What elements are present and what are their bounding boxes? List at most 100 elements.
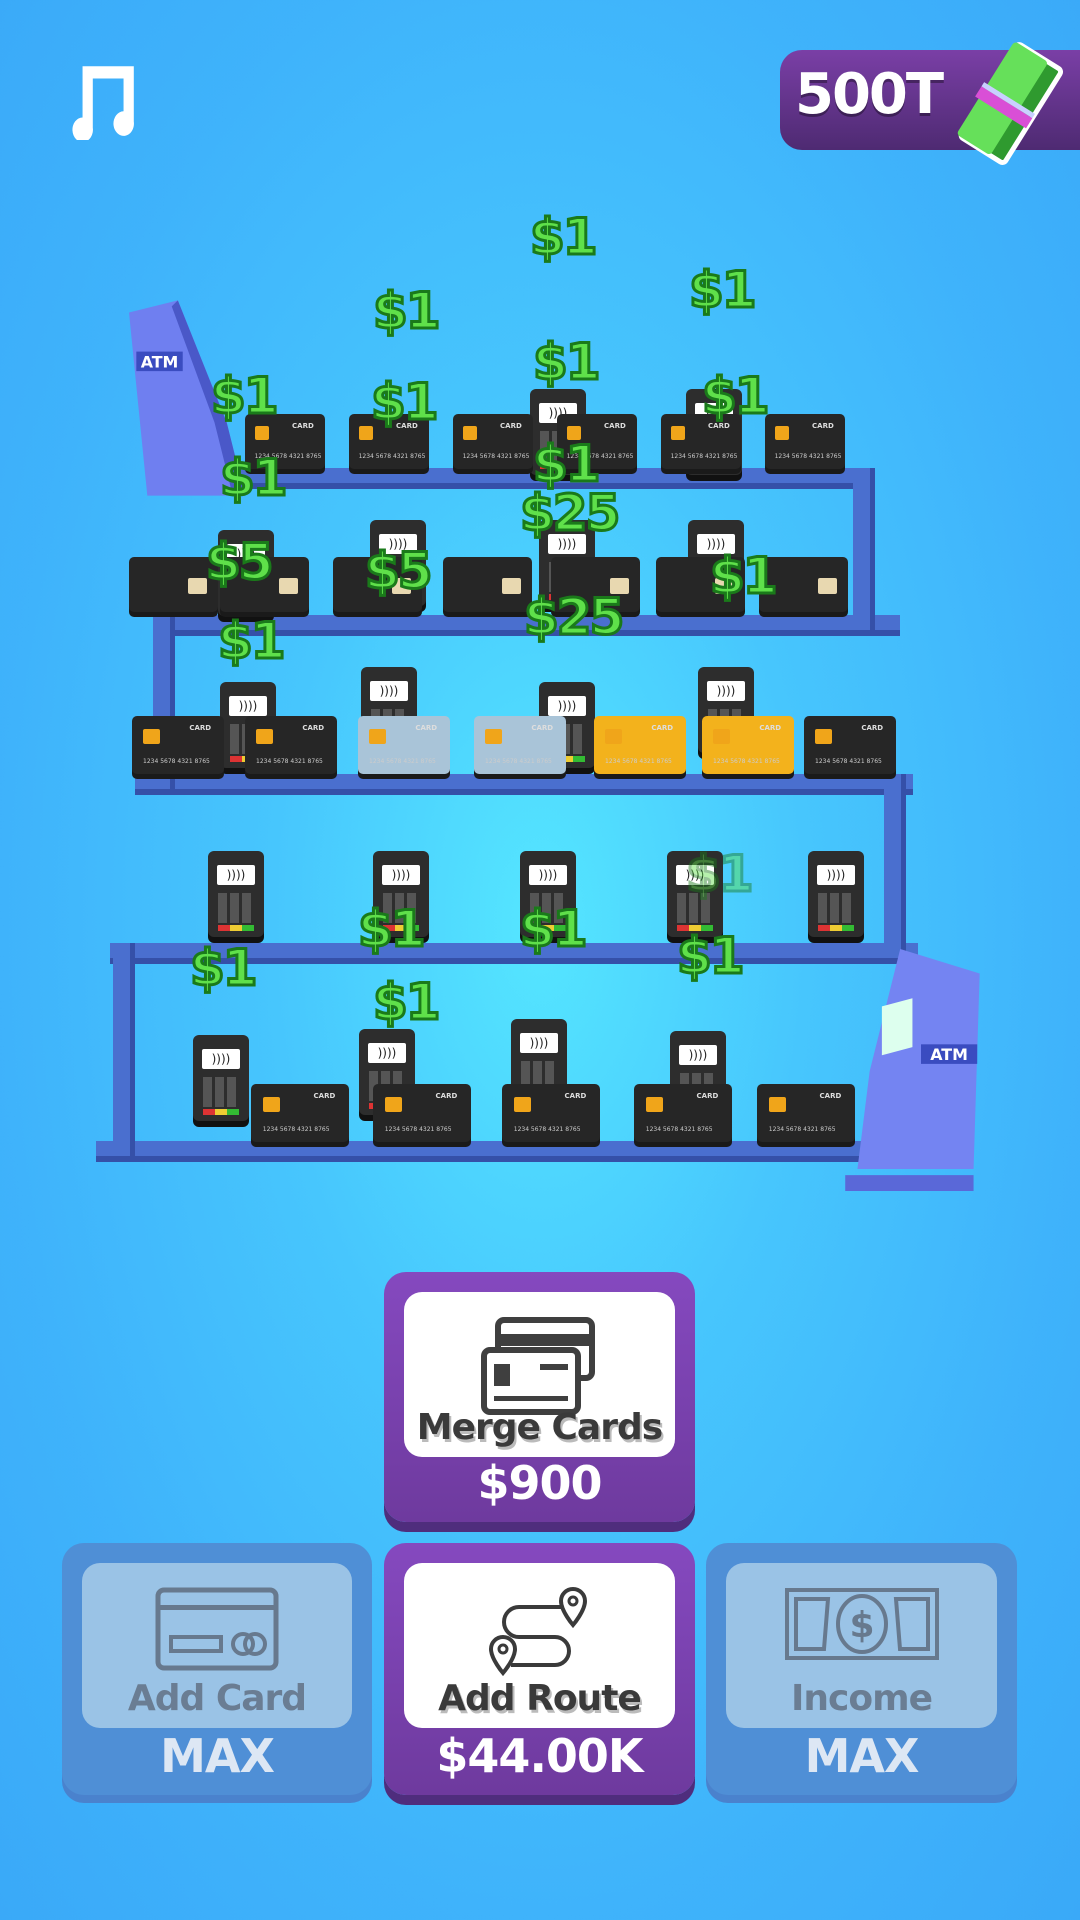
card-number: 1234 5678 4321 8765 bbox=[815, 757, 882, 765]
card-number: 1234 5678 4321 8765 bbox=[256, 757, 323, 765]
card-chip bbox=[815, 728, 832, 744]
merge-cards-button[interactable]: Merge Cards $900 bbox=[384, 1272, 695, 1522]
card-label: CARD bbox=[302, 724, 325, 733]
payment-terminal: )))) bbox=[808, 851, 864, 937]
floating-cash-label: $1 bbox=[357, 899, 428, 960]
card-number: 1234 5678 4321 8765 bbox=[768, 1125, 836, 1133]
card-label: CARD bbox=[759, 724, 782, 733]
credit-card bbox=[129, 557, 218, 612]
card-number: 1234 5678 4321 8765 bbox=[384, 1125, 452, 1133]
credit-card: CARD 1234 5678 4321 8765 bbox=[245, 716, 337, 774]
terminal-screen: )))) bbox=[217, 865, 255, 885]
card-label: CARD bbox=[531, 724, 554, 733]
card-chip bbox=[774, 426, 789, 441]
route-icon bbox=[488, 1587, 587, 1677]
card-chip bbox=[485, 728, 502, 744]
terminal-screen: )))) bbox=[697, 534, 735, 554]
card-label: CARD bbox=[812, 421, 834, 430]
card-chip bbox=[817, 577, 838, 595]
card-chip bbox=[670, 426, 685, 441]
floating-cash-label: $1 bbox=[372, 281, 443, 342]
add-card-price: MAX bbox=[160, 1729, 275, 1783]
track-segment bbox=[159, 615, 900, 636]
track-segment bbox=[110, 943, 918, 964]
floating-cash-label: $1 bbox=[532, 434, 603, 495]
money-amount: 500T bbox=[795, 62, 944, 127]
card-label: CARD bbox=[435, 1092, 458, 1101]
terminal-buttons bbox=[203, 1109, 239, 1115]
credit-card: CARD 1234 5678 4321 8765 bbox=[661, 414, 741, 469]
card-label: CARD bbox=[564, 1092, 587, 1101]
atm-label: ATM bbox=[141, 352, 179, 371]
credit-card bbox=[656, 557, 745, 612]
add-card-panel: Add Card bbox=[82, 1563, 352, 1728]
card-number: 1234 5678 4321 8765 bbox=[513, 1125, 581, 1133]
svg-text:ATM: ATM bbox=[930, 1045, 968, 1064]
svg-text:$: $ bbox=[849, 1605, 874, 1646]
card-number: 1234 5678 4321 8765 bbox=[713, 757, 780, 765]
terminal-keypad bbox=[203, 1077, 239, 1107]
credit-card: CARD 1234 5678 4321 8765 bbox=[245, 414, 325, 469]
card-label: CARD bbox=[396, 421, 418, 430]
card-chip bbox=[645, 1096, 664, 1112]
card-number: 1234 5678 4321 8765 bbox=[358, 453, 426, 461]
card-label: CARD bbox=[708, 421, 730, 430]
card-chip bbox=[262, 1096, 281, 1112]
card-label: CARD bbox=[604, 421, 626, 430]
terminal-buttons bbox=[677, 925, 713, 931]
card-chip bbox=[714, 577, 735, 595]
terminal-screen: )))) bbox=[817, 865, 855, 885]
card-label: CARD bbox=[651, 724, 674, 733]
add-card-button[interactable]: Add Card MAX bbox=[62, 1543, 372, 1795]
terminal-screen: )))) bbox=[520, 1033, 558, 1053]
add-route-button[interactable]: Add Route $44.00K bbox=[384, 1543, 695, 1795]
floating-cash-label: $5 bbox=[364, 541, 435, 602]
card-chip bbox=[187, 577, 208, 595]
terminal-screen: )))) bbox=[548, 534, 586, 554]
floating-cash-label: $1 bbox=[189, 938, 260, 999]
terminal-screen: )))) bbox=[202, 1049, 240, 1069]
floating-cash-label: $1 bbox=[709, 546, 780, 607]
card-number: 1234 5678 4321 8765 bbox=[262, 1125, 330, 1133]
terminal-keypad bbox=[218, 893, 254, 923]
merge-cards-label: Merge Cards bbox=[416, 1407, 663, 1448]
add-route-panel: Add Route bbox=[404, 1563, 675, 1728]
card-number: 1234 5678 4321 8765 bbox=[143, 757, 210, 765]
floating-cash-label: $1 bbox=[685, 844, 756, 905]
card-chip bbox=[609, 577, 630, 595]
credit-card bbox=[443, 557, 532, 612]
card-label: CARD bbox=[415, 724, 438, 733]
card-label: CARD bbox=[292, 421, 314, 430]
card-chip bbox=[278, 577, 299, 595]
card-chip bbox=[391, 577, 412, 595]
terminal-screen: )))) bbox=[379, 534, 417, 554]
income-price: MAX bbox=[804, 1729, 920, 1783]
card-chip bbox=[513, 1096, 532, 1112]
payment-terminal: )))) bbox=[373, 851, 429, 937]
card-chip bbox=[143, 728, 160, 744]
terminal-screen: )))) bbox=[368, 1043, 406, 1063]
card-chip bbox=[462, 426, 477, 441]
banknote-icon: $ bbox=[784, 1588, 939, 1660]
income-button[interactable]: $ Income MAX bbox=[706, 1543, 1017, 1795]
card-chip bbox=[605, 728, 622, 744]
terminal-buttons bbox=[218, 925, 254, 931]
terminal-buttons bbox=[530, 925, 566, 931]
merge-cards-price: $900 bbox=[477, 1456, 602, 1510]
floating-cash-label: $5 bbox=[205, 532, 276, 593]
floating-cash-label: $1 bbox=[688, 260, 759, 321]
payment-terminal: )))) bbox=[208, 851, 264, 937]
card-number: 1234 5678 4321 8765 bbox=[254, 453, 322, 461]
card-number: 1234 5678 4321 8765 bbox=[670, 453, 738, 461]
floating-cash-label: $1 bbox=[210, 366, 281, 427]
music-note-icon[interactable] bbox=[60, 58, 142, 140]
card-number: 1234 5678 4321 8765 bbox=[462, 453, 530, 461]
terminal-screen: )))) bbox=[229, 696, 267, 716]
track-segment bbox=[113, 943, 135, 1156]
credit-card bbox=[551, 557, 640, 612]
terminal-screen: )))) bbox=[707, 681, 745, 701]
